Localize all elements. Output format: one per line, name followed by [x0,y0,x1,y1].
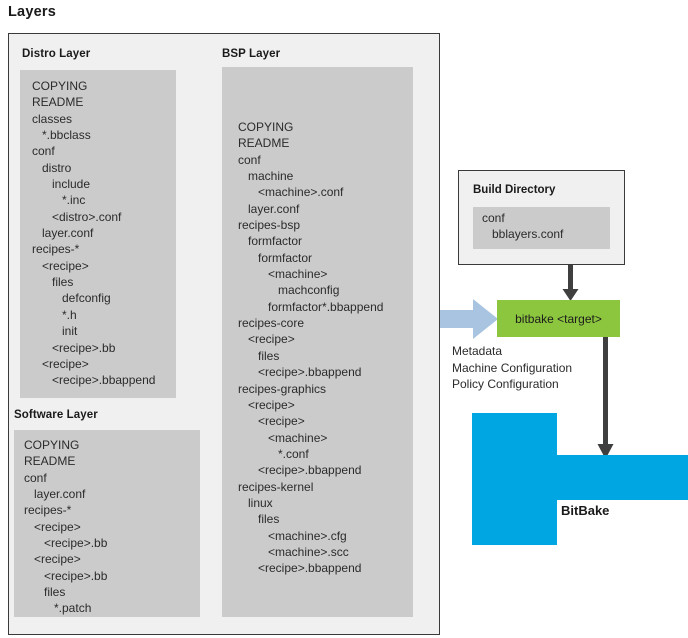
bitbake-target-box[interactable]: bitbake <target> [497,300,620,337]
build-directory-tree: conf bblayers.conf [482,211,564,242]
metadata-line-machine-configuration: Machine Configuration [452,360,573,375]
metadata-list: Metadata Machine Configuration Policy Co… [452,343,572,393]
page-title: Layers [8,4,56,20]
distro-layer-tree: COPYING README classes *.bbclass conf di… [32,79,156,388]
metadata-line-metadata: Metadata [452,344,503,358]
build-directory-title: Build Directory [473,184,556,196]
arrow-bitbake-to-block-icon [597,337,614,459]
bsp-layer-box [222,67,413,617]
distro-layer-box [20,70,176,398]
metadata-line-policy-configuration: Policy Configuration [452,377,559,391]
software-layer-tree: COPYING README conf layer.conf recipes-*… [24,438,108,616]
distro-layer-title: Distro Layer [22,48,91,60]
bitbake-block-bar [472,455,688,500]
software-layer-box [14,430,200,617]
build-directory-tree-box [473,207,610,249]
bitbake-block-label: BitBake [561,503,610,518]
software-layer-title: Software Layer [14,409,98,421]
bitbake-target-label: bitbake <target> [515,311,602,326]
bsp-layer-tree: COPYING README conf machine <machine>.co… [238,120,384,576]
arrow-layers-to-bitbake-icon [440,299,498,339]
bsp-layer-title: BSP Layer [222,48,281,60]
arrow-builddir-to-bitbake-icon [562,265,579,301]
